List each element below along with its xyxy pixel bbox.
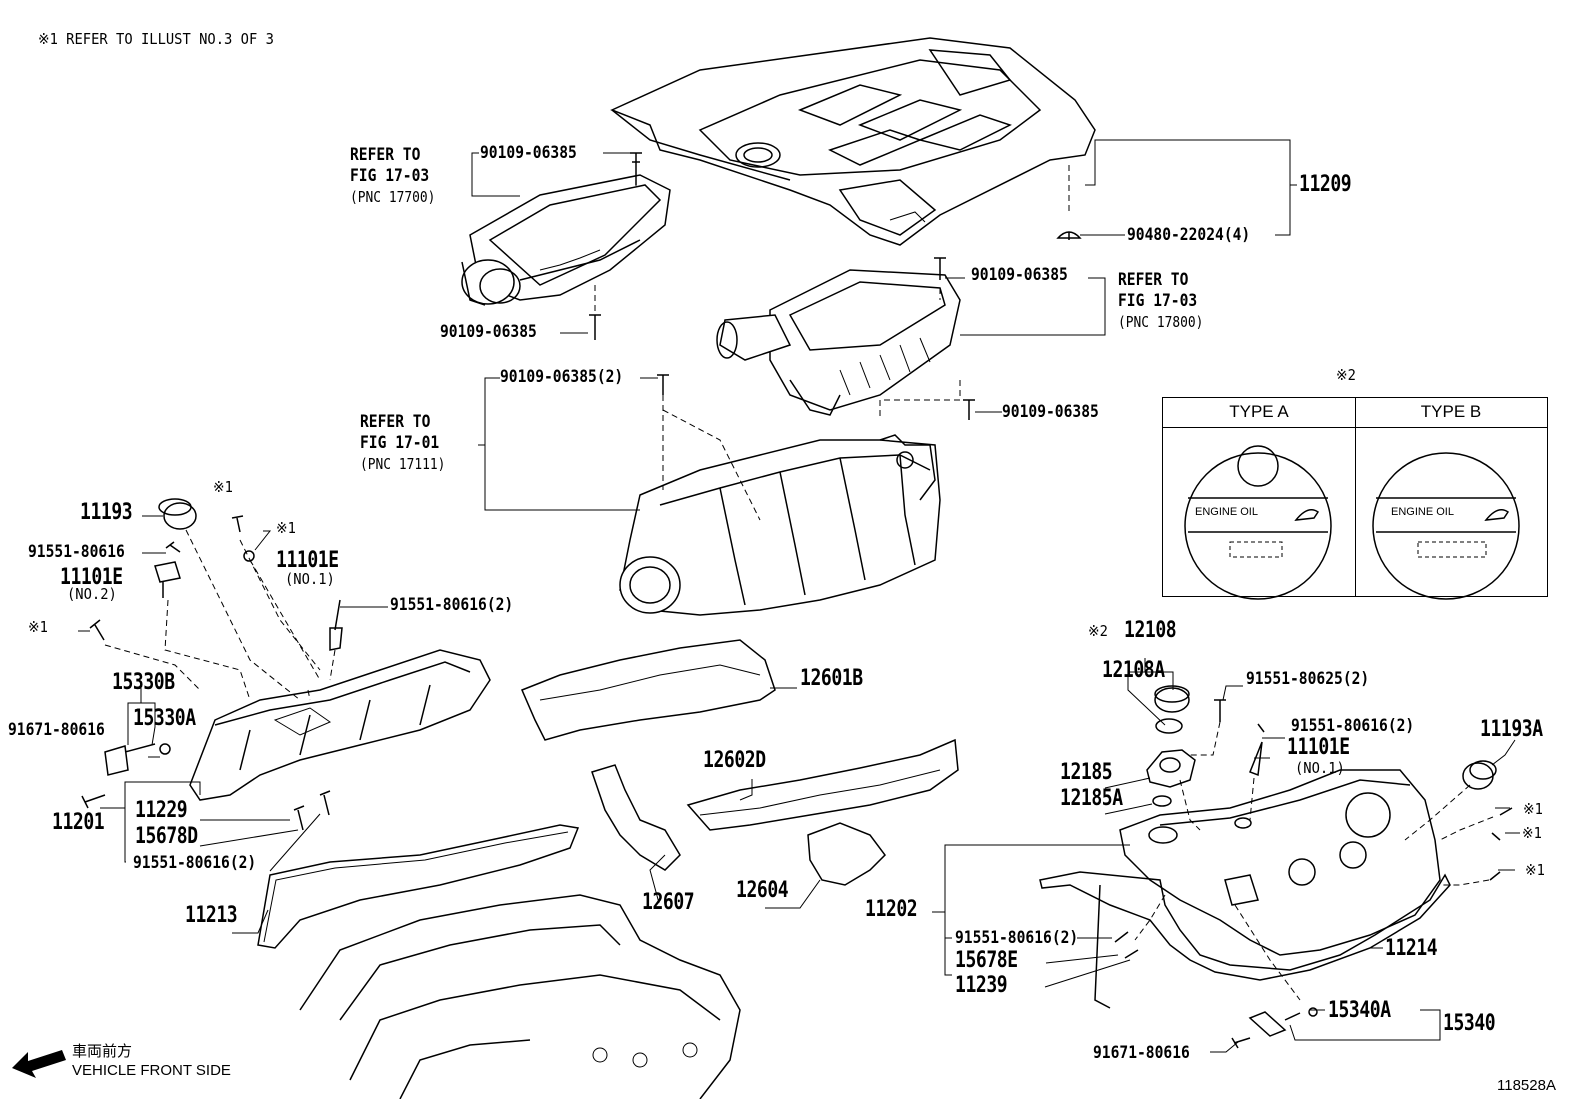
ref-line3: (PNC 17111): [360, 455, 446, 473]
vehicle-front-arrow-icon: [12, 1050, 66, 1078]
header-note: ※1 REFER TO ILLUST NO.3 OF 3: [38, 30, 274, 48]
type-b-column: TYPE B ENGINE OIL: [1355, 398, 1547, 596]
part-12108a[interactable]: 12108A: [1102, 658, 1165, 683]
part-11101e-no1-right[interactable]: 11101E: [1287, 735, 1350, 760]
part-15678d[interactable]: 15678D: [135, 824, 198, 849]
intake-manifold-illustration: [619, 434, 941, 616]
ref-line1: REFER TO: [1118, 270, 1189, 290]
reference-fig-17-01-pnc-17111: REFER TO FIG 17-01 (PNC 17111): [360, 412, 445, 475]
part-11101e-no2[interactable]: 11101E: [60, 565, 123, 590]
cylinder-block-illustration: [299, 894, 741, 1099]
oil-cap-type-box: TYPE A ENGINE OIL TYPE B ENGINE OIL: [1162, 397, 1548, 597]
type-a-cap-label: ENGINE OIL: [1195, 506, 1258, 518]
part-11193a[interactable]: 11193A: [1480, 717, 1543, 742]
part-15340[interactable]: 15340: [1443, 1011, 1496, 1036]
part-90109-06385-top[interactable]: 90109-06385: [480, 143, 577, 163]
marker-1-r3: ※1: [1525, 861, 1545, 879]
marker-1-b: ※1: [276, 519, 296, 537]
part-90109-06385-2[interactable]: 90109-06385(2): [500, 367, 624, 387]
marker-1-r1: ※1: [1523, 800, 1543, 818]
part-90480-22024[interactable]: 90480-22024(4): [1127, 225, 1251, 245]
part-15678e[interactable]: 15678E: [955, 948, 1018, 973]
right-air-intake-illustration: [716, 269, 961, 416]
ref-line1: REFER TO: [350, 145, 421, 165]
engine-cover-illustration: [610, 37, 1096, 246]
part-11101e-no1-left-sub: (NO.1): [285, 570, 335, 588]
part-11202[interactable]: 11202: [865, 897, 918, 922]
part-11101e-no2-sub: (NO.2): [67, 585, 117, 603]
direction-english: VEHICLE FRONT SIDE: [72, 1062, 231, 1079]
insulator-12602d-illustration: [686, 738, 959, 831]
part-90109-06385-left[interactable]: 90109-06385: [440, 322, 537, 342]
part-11193[interactable]: 11193: [80, 500, 133, 525]
right-gasket-illustration: [1039, 871, 1451, 981]
part-91671-80616-b[interactable]: 91671-80616: [1093, 1043, 1190, 1063]
part-11101e-no1-left[interactable]: 11101E: [276, 548, 339, 573]
type-b-cap-label: ENGINE OIL: [1391, 506, 1454, 518]
ref-line2: FIG 17-03: [350, 166, 430, 186]
reference-fig-17-03-pnc-17800: REFER TO FIG 17-03 (PNC 17800): [1118, 270, 1203, 333]
part-90109-06385-lower[interactable]: 90109-06385: [1002, 402, 1099, 422]
seal-11193a-illustration: [1462, 762, 1494, 790]
part-12602d[interactable]: 12602D: [703, 748, 766, 773]
type-box-marker: ※2: [1336, 366, 1356, 384]
ref-line2: FIG 17-03: [1118, 291, 1198, 311]
small-bolts-illustration: [81, 152, 1513, 1049]
oil-filler-parts-illustration: [1146, 685, 1196, 807]
insulator-12604-illustration: [807, 822, 886, 886]
part-12604[interactable]: 12604: [736, 878, 789, 903]
part-11201[interactable]: 11201: [52, 810, 105, 835]
seal-11193-illustration: [163, 502, 197, 530]
ref-line1: REFER TO: [360, 412, 431, 432]
part-12185[interactable]: 12185: [1060, 760, 1113, 785]
left-air-intake-illustration: [461, 174, 671, 306]
direction-japanese: 車両前方: [72, 1043, 133, 1060]
part-91551-80616-2-d[interactable]: 91551-80616(2): [955, 928, 1079, 948]
type-a-title: TYPE A: [1229, 402, 1289, 421]
insulator-12607-illustration: [591, 764, 681, 871]
part-12185a[interactable]: 12185A: [1060, 786, 1123, 811]
part-90109-06385-right[interactable]: 90109-06385: [971, 265, 1068, 285]
marker-1-r2: ※1: [1522, 824, 1542, 842]
part-11101e-no1-right-sub: (NO.1): [1295, 759, 1345, 777]
marker-1-a: ※1: [213, 478, 233, 496]
type-b-cap-drawing: [1372, 452, 1520, 600]
ref-line3: (PNC 17800): [1118, 313, 1204, 331]
leader-lines: [78, 139, 1520, 1053]
type-a-cap-drawing: [1184, 445, 1332, 600]
reference-fig-17-03-pnc-17700: REFER TO FIG 17-03 (PNC 17700): [350, 145, 435, 208]
part-12108[interactable]: 12108: [1124, 618, 1177, 643]
part-11239[interactable]: 11239: [955, 973, 1008, 998]
left-gasket-illustration: [257, 824, 580, 949]
part-15330b[interactable]: 15330B: [112, 670, 175, 695]
marker-1-c: ※1: [28, 618, 48, 636]
part-12607[interactable]: 12607: [642, 890, 695, 915]
marker-2: ※2: [1088, 622, 1108, 640]
part-11214[interactable]: 11214: [1385, 936, 1438, 961]
type-a-column: TYPE A ENGINE OIL: [1163, 398, 1356, 596]
part-91551-80616-2-c[interactable]: 91551-80616(2): [1291, 716, 1415, 736]
left-head-cover-illustration: [189, 649, 491, 801]
right-head-cover-illustration: [1119, 769, 1441, 956]
ref-line2: FIG 17-01: [360, 433, 440, 453]
part-11213[interactable]: 11213: [185, 903, 238, 928]
part-12601b[interactable]: 12601B: [800, 666, 863, 691]
part-91551-80625-2[interactable]: 91551-80625(2): [1246, 669, 1370, 689]
part-15340a[interactable]: 15340A: [1328, 998, 1391, 1023]
insulator-12601b-illustration: [521, 639, 776, 741]
part-91551-80616[interactable]: 91551-80616: [28, 542, 125, 562]
ref-line3: (PNC 17700): [350, 188, 436, 206]
part-91671-80616-a[interactable]: 91671-80616: [8, 720, 105, 740]
illustration-id: 118528A: [1497, 1077, 1556, 1094]
part-15330a[interactable]: 15330A: [133, 706, 196, 731]
dashed-leader-lines: [104, 165, 1494, 1001]
part-11209[interactable]: 11209: [1299, 172, 1352, 197]
type-b-title: TYPE B: [1420, 402, 1482, 421]
part-11229[interactable]: 11229: [135, 798, 188, 823]
part-91551-80616-2-b[interactable]: 91551-80616(2): [133, 853, 257, 873]
part-91551-80616-2-a[interactable]: 91551-80616(2): [390, 595, 514, 615]
